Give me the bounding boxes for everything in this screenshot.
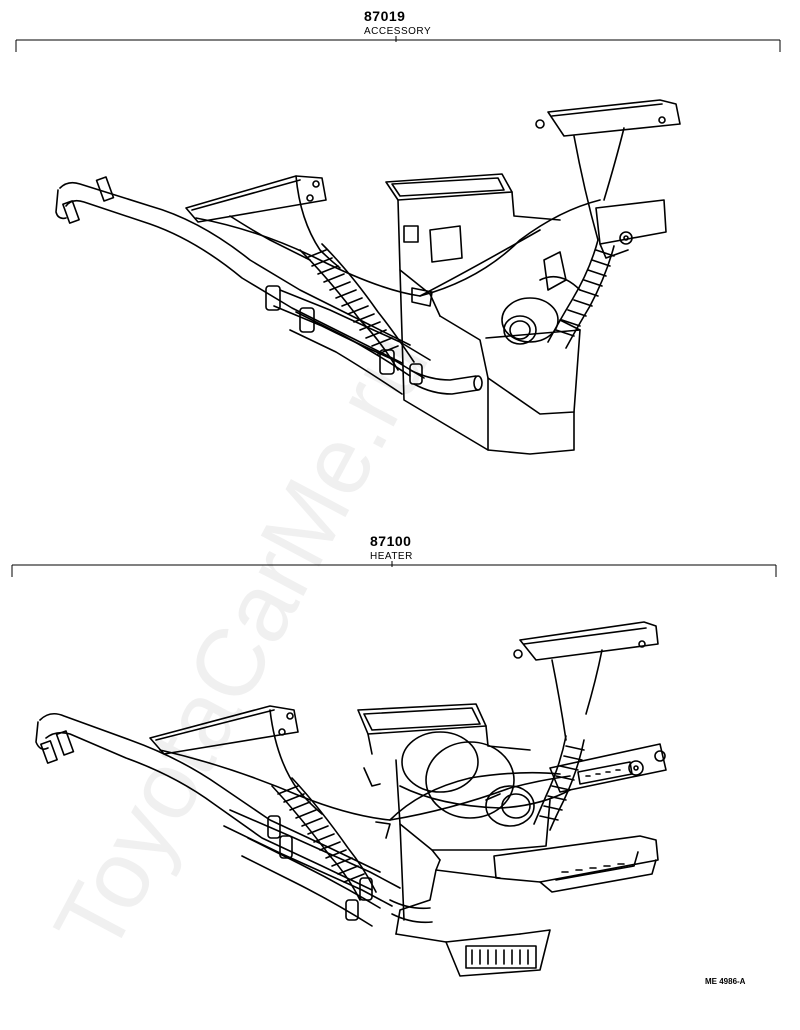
lower-hose-pipes bbox=[265, 285, 431, 395]
lower-hose-pipes bbox=[223, 809, 401, 927]
figure-reference: ME 4986-A bbox=[705, 977, 746, 986]
heater-unit-box bbox=[385, 173, 581, 455]
section-code-heater: 87100 bbox=[370, 533, 412, 549]
accessory-assembly-drawing bbox=[55, 99, 681, 455]
left-duct-pipe bbox=[35, 712, 381, 891]
left-duct-pipe bbox=[55, 176, 411, 364]
right-bracket bbox=[595, 199, 667, 259]
blower-motor bbox=[501, 251, 581, 345]
left-corrugated-hose bbox=[299, 243, 415, 371]
section-name-accessory: ACCESSORY bbox=[364, 26, 432, 37]
right-corrugated-hose bbox=[547, 239, 615, 349]
section-name-heater: HEATER bbox=[370, 551, 413, 562]
right-corrugated-hose bbox=[533, 735, 585, 831]
blower-motor bbox=[485, 785, 535, 827]
left-defroster-nozzle bbox=[149, 705, 323, 815]
right-defroster-nozzle bbox=[513, 621, 659, 741]
heater-assembly-drawing bbox=[35, 621, 667, 977]
right-outlet-vent bbox=[493, 835, 659, 893]
section-bracket-accessory bbox=[15, 36, 781, 52]
control-bracket bbox=[549, 743, 667, 793]
lower-outlet-pipe bbox=[409, 369, 483, 395]
heater-unit-box bbox=[357, 703, 551, 977]
section-bracket-heater bbox=[11, 561, 777, 577]
control-cables bbox=[159, 749, 571, 839]
right-defroster-nozzle bbox=[535, 99, 681, 241]
control-cables bbox=[195, 199, 601, 307]
left-defroster-nozzle bbox=[185, 175, 341, 269]
lower-outlet-pipe bbox=[389, 899, 433, 924]
section-code-accessory: 87019 bbox=[364, 8, 406, 24]
